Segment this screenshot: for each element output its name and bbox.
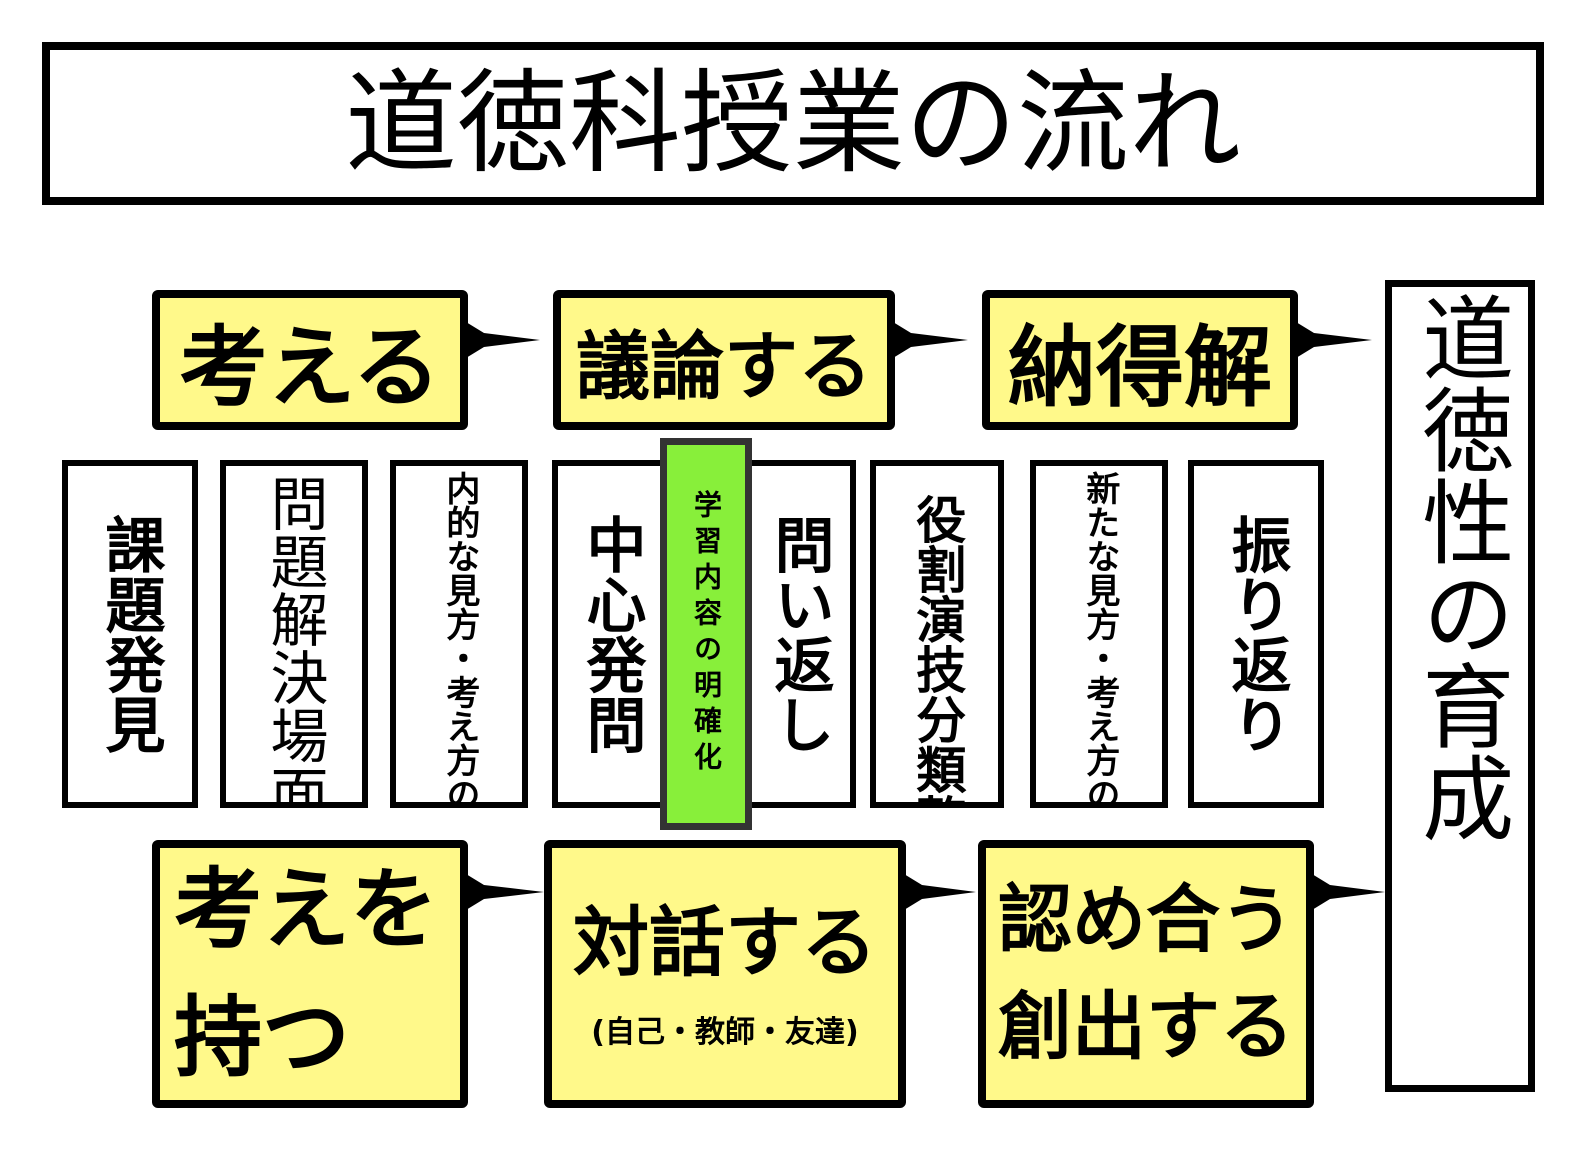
create-line: 創出する [998,984,1294,1070]
result-box: 道徳性の育成 [1385,280,1535,1092]
have-ideas-line-2: 持つ [174,986,351,1089]
step-new-view-label: 新たな見方・考え方の創出 [1079,471,1120,808]
step-problem-solving-scene-label: 問題解決場面 [260,474,329,808]
step-role-play-classification-label: 役割演技分類整理 [908,494,967,808]
understand-box: 納得解 [982,290,1298,430]
page-title: 道徳科授業の流れ [42,42,1544,205]
dialogue-box: 対話する (自己・教師・友達) [544,840,906,1108]
dialogue-note: (自己・教師・友達) [591,1014,859,1050]
step-problem-solving-scene: 問題解決場面 [220,460,368,808]
think-label: 考える [179,315,441,419]
dialogue-label: 対話する [573,898,877,988]
step-issue-discovery: 課題発見 [62,460,198,808]
step-question-back-label: 問い返し [764,514,834,754]
step-central-question-label: 中心発問 [576,514,646,754]
discuss-box: 議論する [553,290,895,430]
think-box: 考える [152,290,468,430]
step-new-view: 新たな見方・考え方の創出 [1030,460,1168,808]
have-ideas-box: 考えを 持つ [152,840,468,1108]
step-reflection-label: 振り返り [1221,514,1291,754]
arrow-understand-to-result [1296,322,1372,358]
accept-line: 認め合う [998,876,1294,963]
arrow-dialogue-to-accept [904,874,976,910]
accept-create-box: 認め合う 創出する [978,840,1314,1108]
arrow-think-to-discuss [466,322,540,358]
arrow-have-ideas-to-dialogue [466,874,544,910]
step-reflection: 振り返り [1188,460,1324,808]
clarify-learning-box: 学習内容の明確化 [660,438,752,830]
discuss-label: 議論する [576,323,872,410]
result-label: 道徳性の育成 [1406,291,1514,843]
understand-label: 納得解 [1007,315,1272,419]
step-issue-discovery-label: 課題発見 [95,514,165,754]
arrow-discuss-to-understand [893,322,968,358]
clarify-learning-label: 学習内容の明確化 [690,490,723,778]
arrow-accept-to-result [1312,874,1385,910]
step-inner-view: 内的な見方・考え方の表出 [390,460,528,808]
step-inner-view-label: 内的な見方・考え方の表出 [439,471,480,808]
have-ideas-line-1: 考えを [174,858,439,962]
step-role-play-classification: 役割演技分類整理 [870,460,1004,808]
